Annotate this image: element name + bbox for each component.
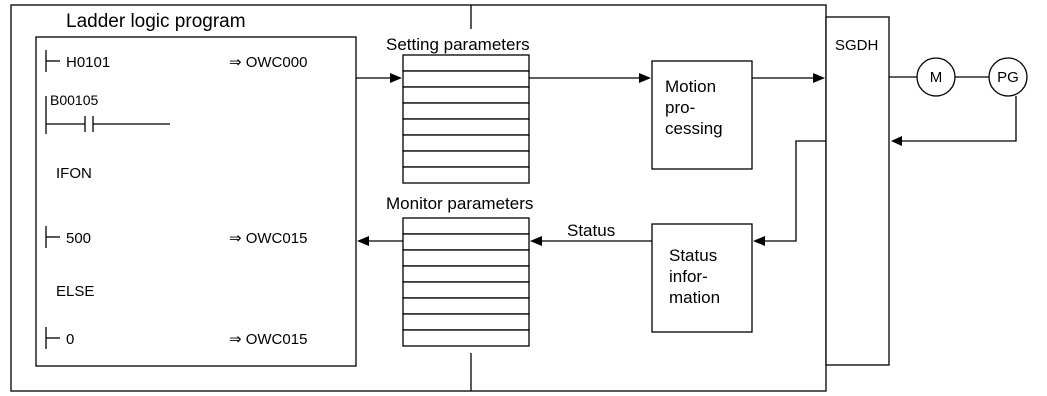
ladder-contact-label: B00105 (50, 92, 98, 108)
status-information-line: Status (669, 246, 717, 265)
sgdh-label: SGDH (835, 37, 878, 54)
monitor-parameters-row (402, 297, 530, 315)
setting-parameters-label: Setting parameters (386, 35, 530, 54)
ladder-program-box (35, 36, 357, 367)
monitor-parameters-row (402, 249, 530, 267)
encoder-circle (988, 57, 1028, 97)
monitor-parameters-row (402, 313, 530, 331)
ladder-keyword-ifon: IFON (56, 165, 92, 182)
ladder-row-4-target: ⇒ OWC015 (229, 230, 307, 247)
motion-processing-line: pro- (665, 98, 695, 117)
status-information-line: infor- (669, 267, 708, 286)
setting-parameters-row (402, 166, 530, 184)
setting-parameters-row (402, 70, 530, 88)
motion-to-sgdh-arrow (813, 73, 825, 83)
encoder-label: PG (997, 69, 1019, 86)
motion-processing-line: Motion (665, 77, 716, 96)
setting-parameters-row (402, 118, 530, 136)
motion-processing-box (651, 60, 753, 170)
ladder-program-title: Ladder logic program (66, 11, 246, 32)
ladder-row-1-operand: H0101 (66, 54, 110, 71)
sgdh-to-status-arrow (753, 236, 765, 246)
status-to-monitor-arrow (530, 236, 542, 246)
motion-processing-label: Motion pro- cessing (665, 77, 723, 138)
setting-parameters-row (402, 102, 530, 120)
monitor-parameters-label: Monitor parameters (386, 194, 533, 213)
setting-parameters-row (402, 134, 530, 152)
ladder-row-4-operand: 500 (66, 230, 91, 247)
monitor-parameters-row (402, 265, 530, 283)
encoder-feedback-line (900, 96, 1017, 142)
monitor-to-ladder-arrow (357, 236, 369, 246)
motion-processing-line: cessing (665, 119, 723, 138)
ladder-row-6-target: ⇒ OWC015 (229, 331, 307, 348)
setting-parameters-row (402, 86, 530, 104)
ladder-row-1-target: ⇒ OWC000 (229, 54, 307, 71)
sgdh-box (825, 16, 890, 366)
encoder-feedback-arrow (891, 136, 902, 146)
setting-parameters-row (402, 54, 530, 72)
motor-label: M (930, 69, 943, 86)
sgdh-to-status-line (765, 140, 826, 242)
ladder-row-6-operand: 0 (66, 331, 74, 348)
setting-parameters-row (402, 150, 530, 168)
monitor-parameters-row (402, 281, 530, 299)
setting-parameters-table (402, 54, 530, 184)
monitor-parameters-row (402, 217, 530, 235)
setting-to-motion-arrow (639, 73, 651, 83)
status-information-box (651, 223, 753, 333)
ladder-to-setting-arrow (390, 73, 402, 83)
monitor-parameters-row (402, 329, 530, 347)
monitor-parameters-table (402, 217, 530, 347)
ladder-keyword-else: ELSE (56, 283, 94, 300)
monitor-parameters-row (402, 233, 530, 251)
status-information-label: Status infor- mation (669, 246, 722, 307)
status-label: Status (567, 221, 615, 240)
status-information-line: mation (669, 288, 720, 307)
